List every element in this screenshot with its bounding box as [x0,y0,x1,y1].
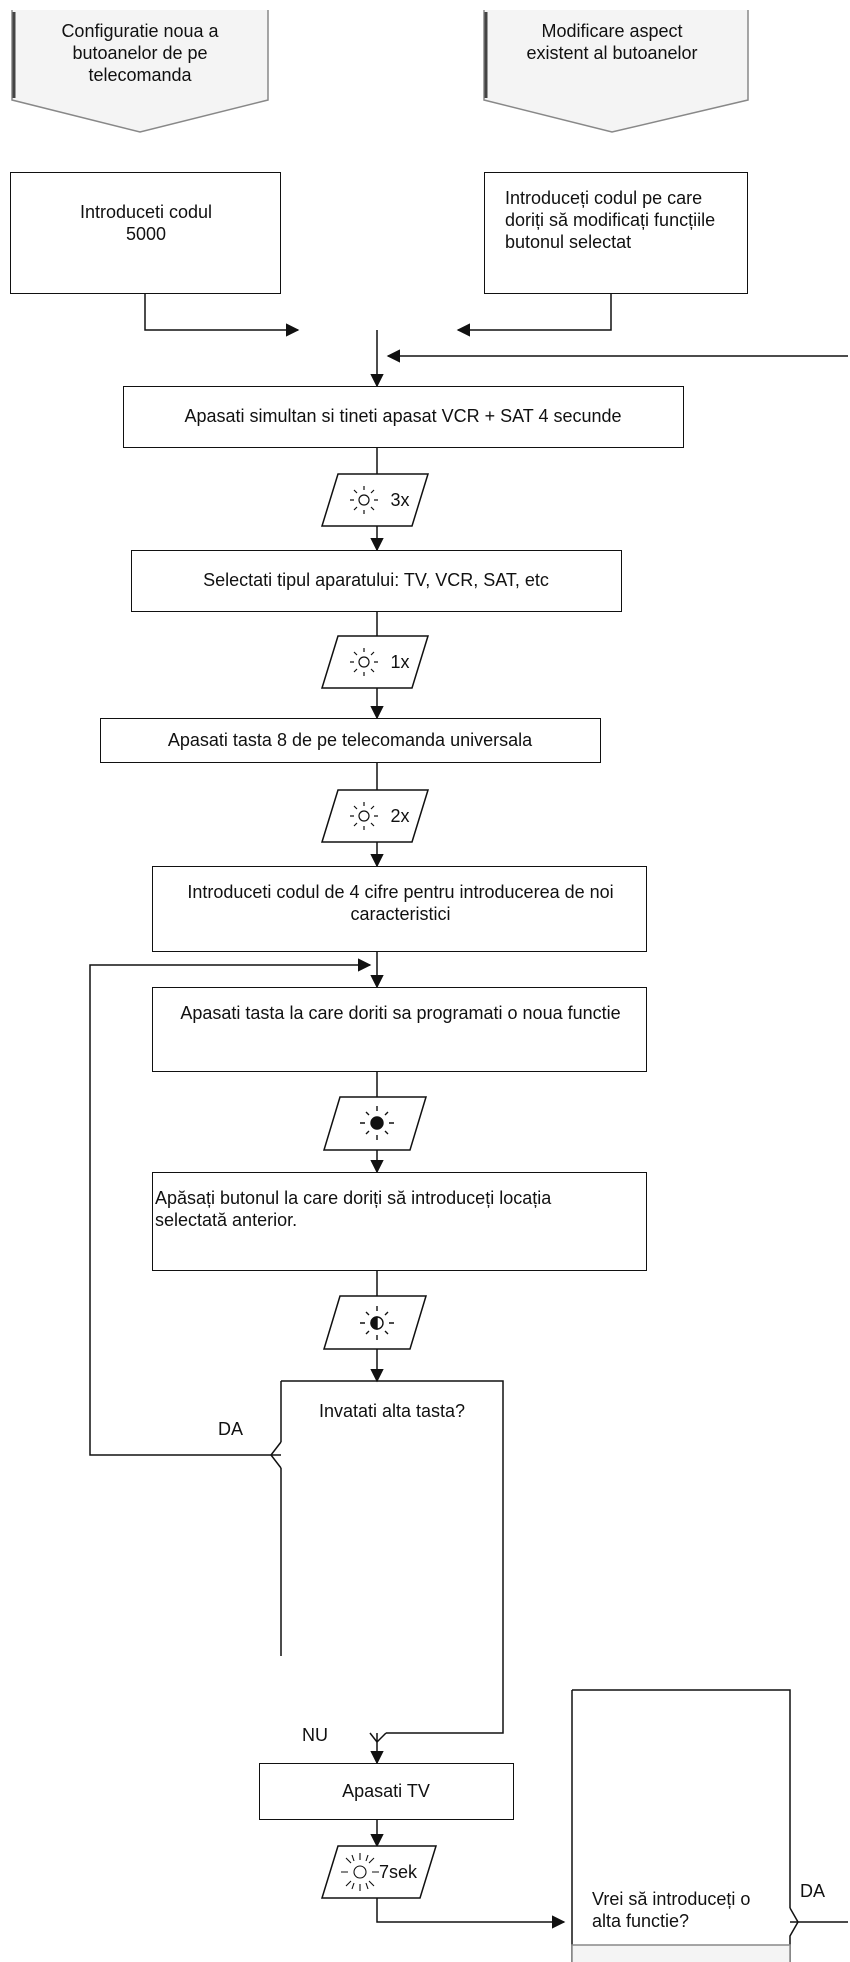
step-press-8-label: Apasati tasta 8 de pe telecomanda univer… [167,730,533,750]
step-enter-5000: Introduceti codul 5000 [10,172,281,294]
step-press-tv: Apasati TV [259,1763,514,1820]
step-press-key-program: Apasati tasta la care doriti sa programa… [152,987,647,1072]
step-select-device-label: Selectati tipul aparatului: TV, VCR, SAT… [203,570,549,590]
blink-3x-label: 3x [390,490,410,510]
decision-learn-other: Invatati alta tasta? [318,1401,466,1421]
step-enter-4digit: Introduceti codul de 4 cifre pentru intr… [152,866,647,952]
sun-icon [350,486,378,514]
decision-another-function: Vrei să introduceți o alta functie? [592,1889,751,1931]
step-enter-code-modify-label: Introduceți codul pe care doriți să modi… [505,188,716,252]
branch-da-1: DA [218,1419,244,1439]
step-press-8: Apasati tasta 8 de pe telecomanda univer… [100,718,601,763]
blink-2x-label: 2x [390,806,410,826]
blink-7sek-label: 7sek [378,1862,418,1882]
step-enter-4digit-label: Introduceti codul de 4 cifre pentru intr… [187,882,614,924]
step-press-button-location: Apăsați butonul la care doriți să introd… [152,1172,647,1271]
step-enter-5000-label: Introduceti codul 5000 [79,202,213,244]
step-press-key-program-label: Apasati tasta la care doriti sa programa… [180,1003,621,1023]
step-press-tv-label: Apasati TV [342,1781,430,1801]
step-select-device: Selectati tipul aparatului: TV, VCR, SAT… [131,550,622,612]
step-press-vcr-sat-label: Apasati simultan si tineti apasat VCR + … [184,406,622,426]
blink-1x-label: 1x [390,652,410,672]
branch-da-2: DA [800,1881,826,1901]
step-press-vcr-sat: Apasati simultan si tineti apasat VCR + … [123,386,684,448]
start-new-config: Configuratie noua a butoanelor de pe tel… [61,21,219,85]
branch-nu-1: NU [302,1725,328,1745]
start-modify-existing: Modificare aspect existent al butoanelor [526,21,698,63]
step-press-button-location-label: Apăsați butonul la care doriți să introd… [155,1188,552,1230]
step-enter-code-modify: Introduceți codul pe care doriți să modi… [484,172,748,294]
